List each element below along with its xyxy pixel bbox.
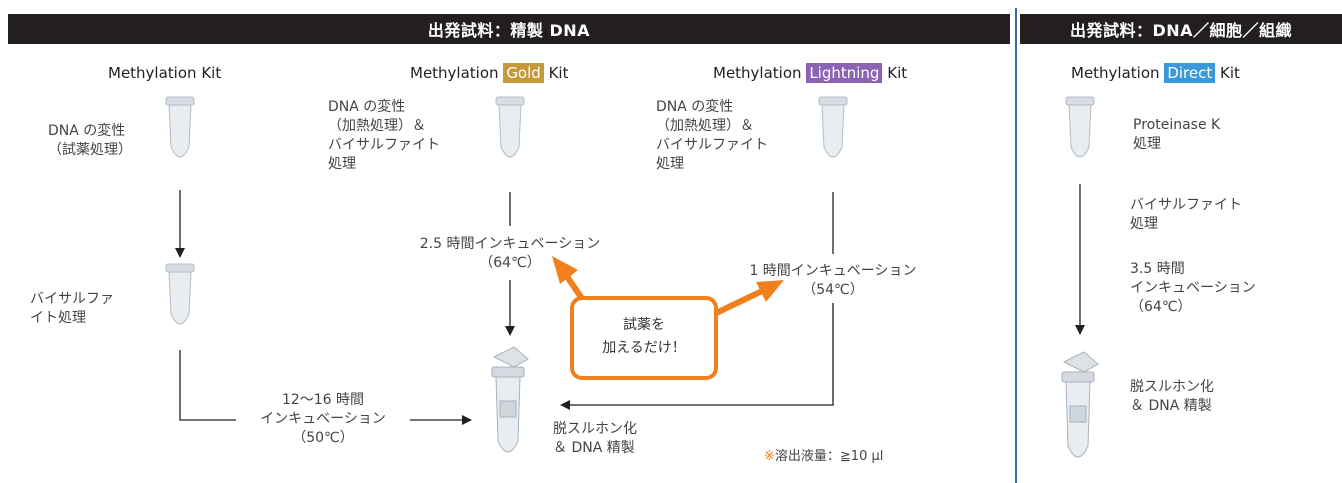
note-text: 溶出液量：≧10 µl: [774, 449, 884, 464]
text-line: ＆ DNA 精製: [553, 440, 635, 456]
note-mark: ※: [764, 449, 775, 464]
text-line: （54℃）: [802, 282, 864, 298]
text-line: DNA の変性: [656, 99, 734, 115]
text-line: （試薬処理）: [48, 142, 132, 158]
banner-right-label: 出発試料：DNA／細胞／組織: [1069, 21, 1293, 40]
spin-column-icon: [1061, 351, 1099, 458]
banner-purified-dna: 出発試料：精製 DNA: [8, 14, 1010, 44]
spin-column-icon: [491, 346, 529, 453]
text-line: DNA の変性: [48, 123, 126, 139]
banner-left-label: 出発試料：精製 DNA: [427, 21, 591, 40]
kit-title-suffix: Kit: [887, 64, 908, 82]
text-line: バイサルファイト: [656, 137, 768, 153]
callout-arrowhead-left: [552, 256, 578, 284]
kit-title-prefix: Methylation: [410, 64, 499, 82]
text-line: （64℃）: [1130, 299, 1192, 315]
text-line: 1 時間インキュベーション: [749, 263, 917, 279]
text-line: バイサルファ: [30, 291, 114, 307]
text-line: Proteinase K: [1133, 117, 1221, 133]
text-line: 処理: [1133, 136, 1161, 152]
kit-highlight-lightning: Lightning: [806, 63, 883, 83]
kit4-step1-text: Proteinase K 処理: [1133, 116, 1220, 154]
kit3-incubation-text: 1 時間インキュベーション （54℃）: [708, 262, 958, 300]
callout-box: [570, 296, 718, 380]
arrow-kit3-to-column: [560, 303, 834, 410]
kit-title-prefix: Methylation: [1071, 64, 1160, 82]
kit-title-gold: Methylation Gold Kit: [410, 63, 569, 83]
microcentrifuge-tube-icon: [495, 96, 525, 158]
microcentrifuge-tube-icon: [818, 96, 848, 158]
callout-text: 試薬を 加えるだけ！: [572, 314, 716, 360]
kit-title-prefix: Methylation: [713, 64, 802, 82]
text-line: ＆ DNA 精製: [1130, 398, 1212, 414]
kit1-incubation-text: 12〜16 時間 インキュベーション （50℃）: [236, 391, 410, 448]
text-line: 処理: [328, 156, 356, 172]
shared-final-text: 脱スルホン化 ＆ DNA 精製: [553, 420, 637, 458]
text-line: インキュベーション: [260, 411, 386, 427]
kit1-step1-text: DNA の変性 （試薬処理）: [48, 122, 132, 160]
text-line: （50℃）: [292, 430, 354, 446]
text-line: バイサルファイト: [1130, 197, 1242, 213]
kit4-final-text: 脱スルホン化 ＆ DNA 精製: [1130, 378, 1214, 416]
text-line: （64℃）: [479, 255, 541, 271]
microcentrifuge-tube-icon: [165, 263, 195, 325]
kit-title-suffix: Kit: [1220, 64, 1240, 82]
text-line: 処理: [1130, 216, 1158, 232]
kit-title-prefix: Methylation: [108, 64, 197, 82]
kit-title-suffix: Kit: [548, 64, 569, 82]
kit-highlight-direct: Direct: [1164, 63, 1216, 83]
kit2-step1-text: DNA の変性 （加熱処理）＆ バイサルファイト 処理: [328, 98, 440, 174]
text-line: バイサルファイト: [328, 137, 440, 153]
microcentrifuge-tube-icon: [165, 96, 195, 158]
kit3-step1-text: DNA の変性 （加熱処理）＆ バイサルファイト 処理: [656, 98, 768, 174]
kit1-step2-text: バイサルファ イト処理: [30, 290, 114, 328]
kit2-incubation-text: 2.5 時間インキュベーション （64℃）: [370, 235, 650, 273]
text-line: 3.5 時間: [1130, 261, 1185, 277]
kit-title-direct: Methylation Direct Kit: [1071, 63, 1240, 83]
kit4-step2-text: バイサルファイト 処理: [1130, 196, 1242, 234]
banner-dna-cell-tissue: 出発試料：DNA／細胞／組織: [1020, 14, 1342, 44]
text-line: インキュベーション: [1130, 280, 1256, 296]
text-line: （加熱処理）＆: [328, 118, 426, 134]
text-line: DNA の変性: [328, 99, 406, 115]
kit4-step3-text: 3.5 時間 インキュベーション （64℃）: [1130, 260, 1256, 317]
line-kit1-to-incubation: [179, 350, 236, 421]
kit-title-lightning: Methylation Lightning Kit: [713, 63, 908, 83]
text-line: 加えるだけ！: [602, 340, 686, 356]
text-line: 試薬を: [623, 317, 665, 333]
callout-arrowhead-right: [756, 280, 784, 302]
section-divider: [1015, 8, 1017, 483]
text-line: 2.5 時間インキュベーション: [419, 236, 601, 252]
kit-title-methylation: Methylation Kit: [108, 64, 221, 82]
text-line: （加熱処理）＆: [656, 118, 754, 134]
text-line: イト処理: [30, 310, 86, 326]
text-line: 脱スルホン化: [1130, 379, 1214, 395]
kit-highlight-gold: Gold: [503, 63, 544, 83]
text-line: 処理: [656, 156, 684, 172]
elution-volume-note: ※溶出液量：≧10 µl: [764, 445, 883, 464]
microcentrifuge-tube-icon: [1065, 96, 1095, 158]
kit-title-suffix: Kit: [201, 64, 222, 82]
text-line: 12〜16 時間: [281, 392, 365, 408]
text-line: 脱スルホン化: [553, 421, 637, 437]
